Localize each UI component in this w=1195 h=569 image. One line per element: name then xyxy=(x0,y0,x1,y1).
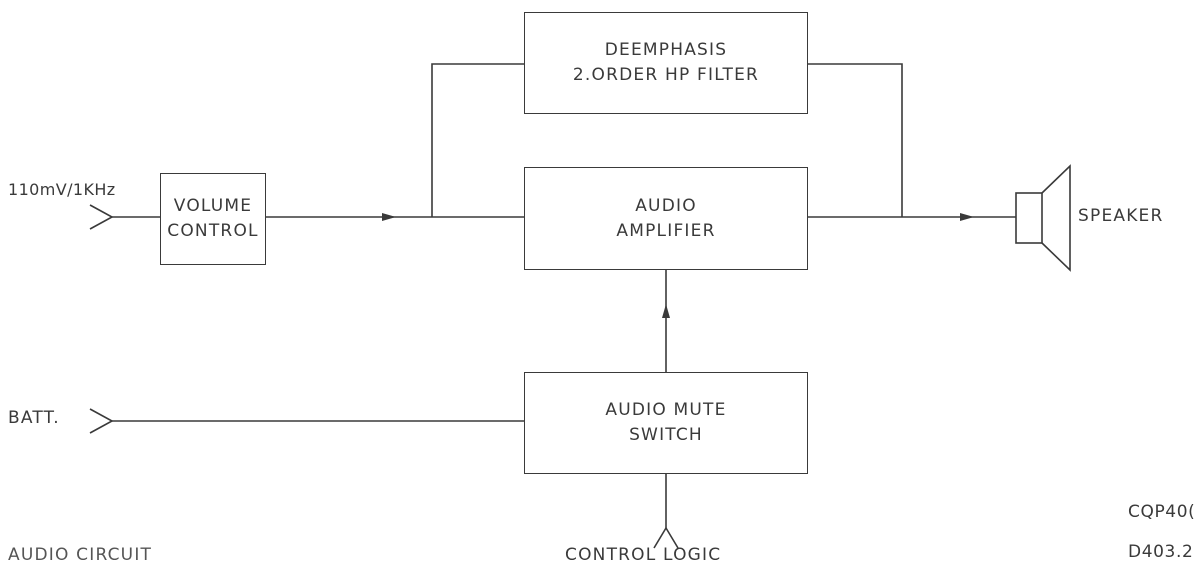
arrow-up-to-amplifier xyxy=(662,304,670,318)
volume-control-block: VOLUME CONTROL xyxy=(160,173,266,265)
audio-amplifier-block: AUDIO AMPLIFIER xyxy=(524,167,808,270)
mute-switch-line2: SWITCH xyxy=(629,425,703,445)
wire-deemphasis-return xyxy=(808,63,903,217)
deemphasis-line1: DEEMPHASIS xyxy=(604,40,728,60)
control-input-terminal xyxy=(653,526,679,549)
speaker-label: SPEAKER xyxy=(1078,206,1164,226)
battery-input-terminal xyxy=(89,408,114,434)
mute-switch-line1: AUDIO MUTE xyxy=(605,400,727,420)
volume-control-line1: VOLUME xyxy=(173,196,253,216)
speaker-cone xyxy=(1041,164,1071,272)
deemphasis-line2: 2.ORDER HP FILTER xyxy=(572,65,760,85)
speaker-magnet xyxy=(1015,192,1043,244)
diagram-caption: AUDIO CIRCUIT xyxy=(8,545,153,565)
doc-code-2: D403.2 xyxy=(1128,542,1194,562)
amplifier-line2: AMPLIFIER xyxy=(616,220,716,241)
arrow-to-speaker xyxy=(960,213,974,221)
signal-input-label: 110mV/1KHz xyxy=(8,180,116,199)
audio-mute-switch-block: AUDIO MUTE SWITCH xyxy=(524,372,808,474)
wire-branch-to-deemphasis xyxy=(431,63,524,217)
volume-control-line2: CONTROL xyxy=(167,221,259,241)
amplifier-line1: AUDIO xyxy=(635,195,697,216)
control-logic-label: CONTROL LOGIC xyxy=(565,545,722,565)
arrow-to-amplifier xyxy=(382,213,396,221)
battery-input-label: BATT. xyxy=(8,408,60,428)
signal-input-terminal xyxy=(89,204,114,230)
deemphasis-filter-block: DEEMPHASIS 2.ORDER HP FILTER xyxy=(524,12,808,114)
doc-code-1: CQP40( xyxy=(1128,502,1195,522)
